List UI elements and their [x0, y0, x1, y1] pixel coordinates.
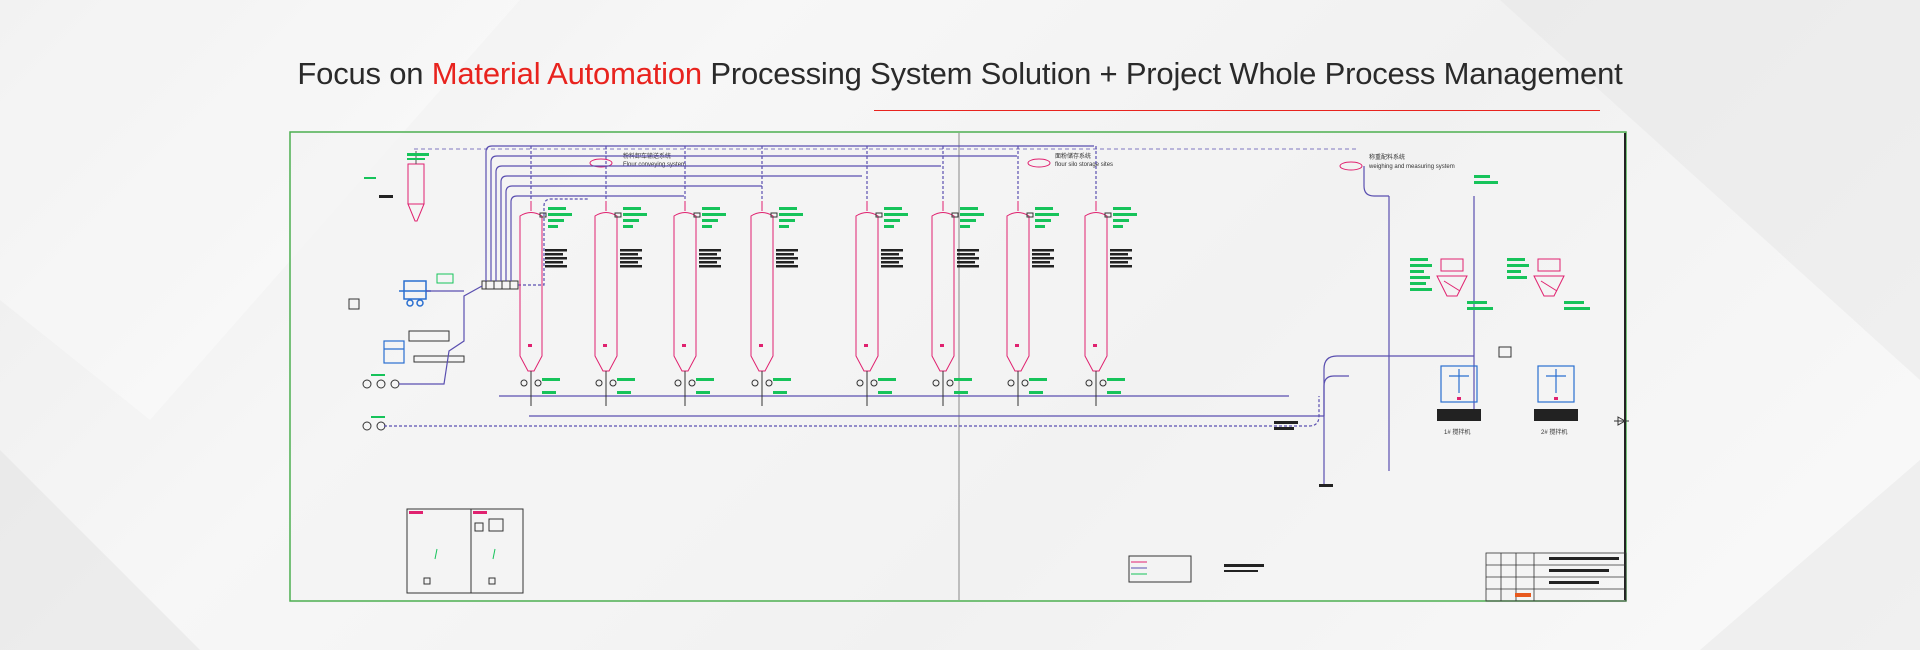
discharge-valve — [856, 371, 878, 406]
discharge-valve — [932, 371, 954, 406]
section-3-title-cn: 称重配料系统 — [1369, 153, 1405, 161]
silo-group — [519, 201, 1108, 406]
control-cabinets — [406, 508, 524, 594]
headline-highlight: Material Automation — [431, 56, 702, 91]
mixer-2 — [1537, 365, 1575, 403]
mixer-1-label: 1# 搅拌机 — [1444, 428, 1470, 436]
page-headline: Focus on Material Automation Processing … — [0, 56, 1920, 92]
tag-group — [539, 207, 1137, 394]
weighing-hopper-1 — [1436, 258, 1468, 297]
headline-part2: Processing System Solution + Project Who… — [701, 56, 1623, 91]
section-title-3: 称重配料系统 weighing and measuring system — [1339, 153, 1455, 171]
weighing-hopper-2 — [1533, 258, 1565, 297]
legend-box — [1128, 555, 1192, 583]
discharge-valve — [1007, 371, 1029, 406]
feeder-unit — [383, 340, 405, 364]
section-3-title-en: weighing and measuring system — [1368, 164, 1455, 170]
pipe-network — [384, 145, 1359, 427]
mixer-1 — [1440, 365, 1478, 403]
unloading-truck-station — [399, 280, 431, 307]
weighing-system — [1323, 166, 1475, 486]
discharge-valve — [674, 371, 696, 406]
section-2-title-cn: 面粉储存系统 — [1055, 152, 1091, 160]
headline-underline — [874, 110, 1600, 111]
section-2-title-en: flour silo storage sites — [1055, 162, 1113, 168]
mixer-2-label: 2# 搅拌机 — [1541, 428, 1567, 436]
discharge-valve — [595, 371, 617, 406]
discharge-valve — [1085, 371, 1107, 406]
discharge-valve — [520, 371, 542, 406]
section-1-title-en: Flour conveying system — [623, 162, 686, 168]
headline-part1: Focus on — [297, 56, 432, 91]
title-block — [1485, 552, 1627, 602]
process-flow-diagram: 粉料卸车输送系统 Flour conveying system 面粉储存系统 f… — [289, 131, 1629, 603]
section-title-2: 面粉储存系统 flour silo storage sites — [1027, 152, 1113, 168]
discharge-valve — [751, 371, 773, 406]
